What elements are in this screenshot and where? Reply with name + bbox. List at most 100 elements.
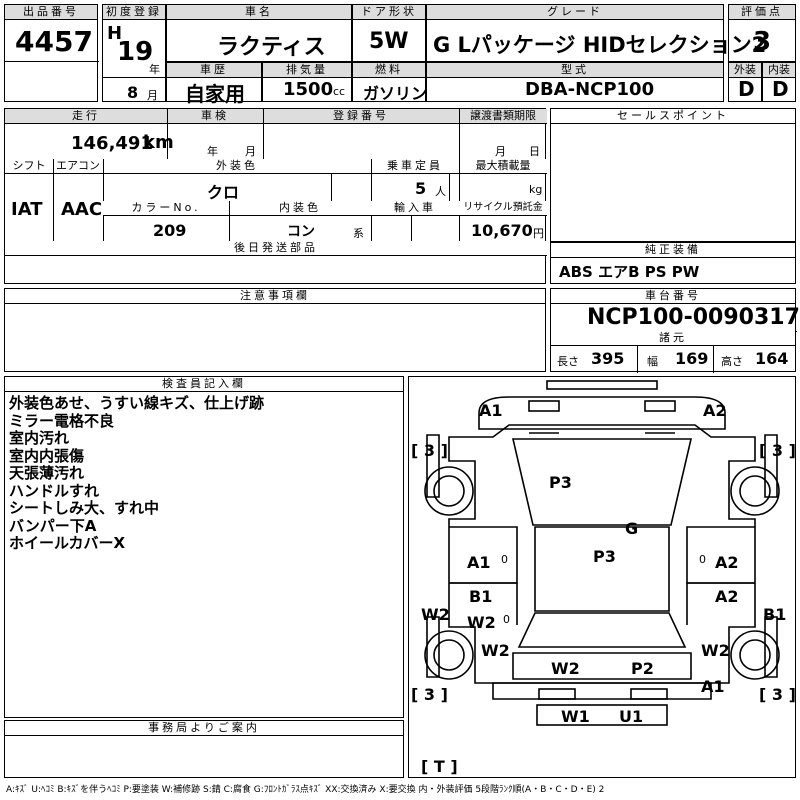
recycle-label: リサイクル預託金	[459, 201, 547, 216]
mark-roof: P3	[593, 547, 616, 566]
mark-right-rear-corner: A1	[701, 677, 725, 696]
mark-left-rear-door-2: W2	[467, 613, 496, 632]
mark-right-rear-door: A2	[715, 587, 739, 606]
capacity: 5	[415, 179, 427, 198]
mark-left-front-door-zero: 0	[501, 553, 508, 566]
sales-point-label: セールスポイント	[551, 109, 795, 124]
transfer-label: 譲渡書類期限	[459, 109, 547, 124]
notes-label: 注意事項欄	[5, 289, 545, 304]
car-diagram-box: A1 A2 [ 3 ] [ 3 ] P3 G P3 A1 0 A2 0 B1 0…	[408, 376, 796, 778]
grade-box: グレード G Lパッケージ HIDセレクション2	[426, 4, 766, 62]
mark-hood: P3	[549, 473, 572, 492]
history-label: 車歴	[167, 63, 261, 78]
first-registration-box: 初度登録 H 19 年 8 月	[102, 4, 167, 102]
equipment-box: 純正装備 ABS エアB PS PW	[550, 242, 796, 284]
lot-number: 4457	[15, 25, 93, 58]
mark-front-left: A1	[479, 401, 503, 420]
ac-label: エアコン	[53, 159, 103, 174]
interior-grade-box: 内装 D	[762, 62, 796, 102]
office-box: 事務局よりご案内	[4, 720, 404, 778]
height-label: 高さ	[721, 355, 743, 368]
recycle: 10,670	[471, 221, 533, 240]
length-label: 長さ	[557, 355, 579, 368]
displacement-box: 排気量 1500 cc	[262, 62, 352, 102]
remark-item: 外装色あせ、うすい線キズ、仕上げ跡	[9, 394, 265, 412]
score: 3	[753, 27, 772, 57]
legend: A:ｷｽﾞ U:ﾍｺﾐ B:ｷｽﾞを伴うﾍｺﾐ P:要塗装 W:補修跡 S:錆 …	[6, 785, 605, 795]
ac: AAC	[61, 199, 103, 220]
int-color: コン	[287, 224, 315, 240]
mark-tire-fr: [ 3 ]	[759, 441, 796, 460]
inspection-month-unit: 月	[245, 145, 256, 158]
mileage-label: 走行	[5, 109, 167, 124]
mark-left-rear-zero: 0	[503, 613, 510, 626]
door-type: 5W	[369, 29, 409, 54]
vehicle-info-table: 走行 車検 登録番号 譲渡書類期限 146,491 km 年 月 月 日 シフト…	[4, 108, 547, 284]
month: 8	[127, 83, 139, 102]
exterior-grade-label: 外装	[729, 63, 761, 78]
ext-color-label: 外装色	[103, 159, 371, 174]
month-unit: 月	[147, 89, 158, 102]
mark-right-quarter: W2	[701, 641, 730, 660]
width-label: 幅	[647, 355, 658, 368]
displacement-unit: cc	[333, 85, 346, 98]
history-box: 車歴 自家用	[166, 62, 262, 106]
car-body-diagram	[424, 380, 780, 726]
history: 自家用	[185, 82, 245, 106]
interior-grade: D	[772, 77, 789, 101]
office-label: 事務局よりご案内	[5, 721, 403, 736]
mark-rear-bumper-right: U1	[619, 707, 644, 726]
transfer-month-unit: 月	[495, 145, 506, 158]
max-load-label: 最大積載量	[459, 159, 547, 174]
fuel: ガソリン	[363, 84, 428, 103]
inspection-label: 車検	[167, 109, 263, 124]
mark-tire-rr: [ 3 ]	[759, 685, 796, 704]
remark-item: ホイールカバーX	[9, 534, 126, 552]
mark-tire-rl: [ 3 ]	[411, 685, 448, 704]
car-name-label: 車名	[167, 5, 351, 20]
registration-label: 登録番号	[263, 109, 459, 124]
color-no-label: カラーNo.	[103, 201, 229, 216]
mark-right-front-door: A2	[715, 553, 739, 572]
mark-left-sill: W2	[421, 605, 450, 624]
year: 19	[117, 37, 154, 67]
model-box: 型式 DBA-NCP100	[426, 62, 724, 102]
mileage-unit: km	[143, 132, 174, 153]
sales-point-box: セールスポイント	[550, 108, 796, 242]
model-label: 型式	[427, 63, 723, 78]
displacement: 1500	[283, 79, 334, 100]
remark-item: 室内汚れ	[9, 429, 70, 447]
remark-item: シートしみ大、すれ中	[9, 499, 160, 517]
chassis-box: 車台番号 NCP100-0090317 諸元 長さ 395 幅 169 高さ 1…	[550, 288, 800, 373]
height: 164	[755, 349, 789, 368]
mark-trunk: P2	[631, 659, 654, 678]
exterior-grade: D	[738, 77, 755, 101]
inspector-label: 検査員記入欄	[5, 377, 403, 392]
remark-item: 天張薄汚れ	[9, 464, 85, 482]
mark-front-right: A2	[703, 401, 727, 420]
interior-grade-label: 内装	[763, 63, 795, 78]
shift: IAT	[11, 199, 43, 220]
inspection-year-unit: 年	[207, 145, 218, 158]
mark-right-front-door-zero: 0	[699, 553, 706, 566]
car-name-box: 車名 ラクティス	[166, 4, 352, 62]
remark-item: ミラー電格不良	[9, 411, 115, 430]
chassis-label: 車台番号	[551, 289, 795, 304]
mileage: 146,491	[71, 133, 153, 154]
later-parts-label: 後日発送部品	[5, 241, 547, 256]
remark-item: 室内内張傷	[9, 446, 85, 465]
lot-number-label: 出品番号	[5, 5, 97, 20]
mark-left-rear-door: B1	[469, 587, 493, 606]
score-box: 評価点 3	[728, 4, 796, 62]
mark-left-front-door: A1	[467, 553, 491, 572]
year-unit: 年	[149, 63, 160, 76]
max-load-unit: kg	[529, 183, 543, 196]
equipment: ABS エアB PS PW	[559, 263, 700, 281]
mark-rear-bumper-left: W1	[561, 707, 590, 726]
length: 395	[591, 349, 625, 368]
capacity-unit: 人	[435, 185, 446, 198]
displacement-label: 排気量	[263, 63, 351, 78]
shift-label: シフト	[5, 159, 53, 174]
capacity-label: 乗車定員	[371, 159, 459, 174]
remark-item: ハンドルすれ	[9, 481, 100, 500]
